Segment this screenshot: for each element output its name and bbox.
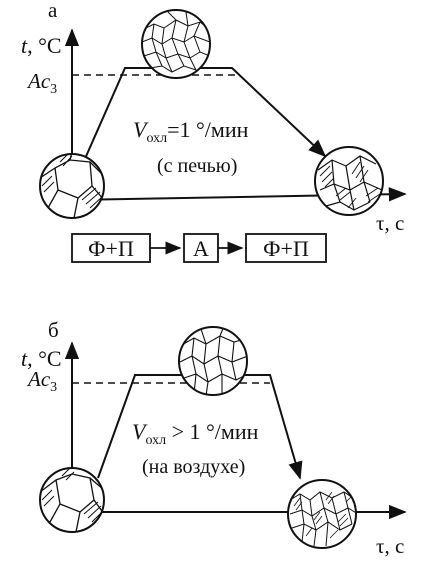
panel-a-austenite-microstructure <box>141 9 211 79</box>
phase-box-3 <box>245 233 327 263</box>
phase-box-2-label: А <box>193 236 209 261</box>
panel-a-initial-microstructure <box>39 153 105 219</box>
panel-a-x-axis-label: τ, с <box>376 211 404 235</box>
panel-a-letter: а <box>48 0 58 22</box>
panel-b-cooling-rate: Vохл > 1 °/мин <box>132 419 259 448</box>
panel-b-final-microstructure <box>287 479 357 549</box>
panel-a-cooling-rate: Vохл=1 °/мин <box>133 117 249 146</box>
panel-b-y-axis-label: t, °C <box>21 346 62 371</box>
panel-a-cooling-note: (с печью) <box>157 155 237 177</box>
panel-a-phase-sequence: Ф+П А Ф+П <box>71 233 327 263</box>
panel-b-letter: б <box>48 318 59 342</box>
phase-box-3-label: Ф+П <box>263 236 309 261</box>
panel-b: б t, °C τ, с Ac3 Vохл > 1 °/мин (на возд… <box>21 318 407 558</box>
phase-box-1 <box>71 233 151 263</box>
panel-b-ac3-label: Ac3 <box>26 367 57 395</box>
panel-b-cooling-note: (на воздухе) <box>142 456 245 478</box>
phase-box-1-label: Ф+П <box>88 236 134 261</box>
panel-a-final-microstructure <box>314 146 384 216</box>
panel-b-initial-microstructure <box>39 467 105 533</box>
panel-b-x-axis-label: τ, с <box>376 534 404 558</box>
panel-a-y-axis-label: t, °C <box>21 33 62 58</box>
panel-a: а t, °C τ, с Ac3 Vохл=1 °/мин (с печью) <box>21 0 407 263</box>
panel-b-austenite-microstructure <box>178 326 248 396</box>
panel-a-ac3-label: Ac3 <box>26 69 57 97</box>
